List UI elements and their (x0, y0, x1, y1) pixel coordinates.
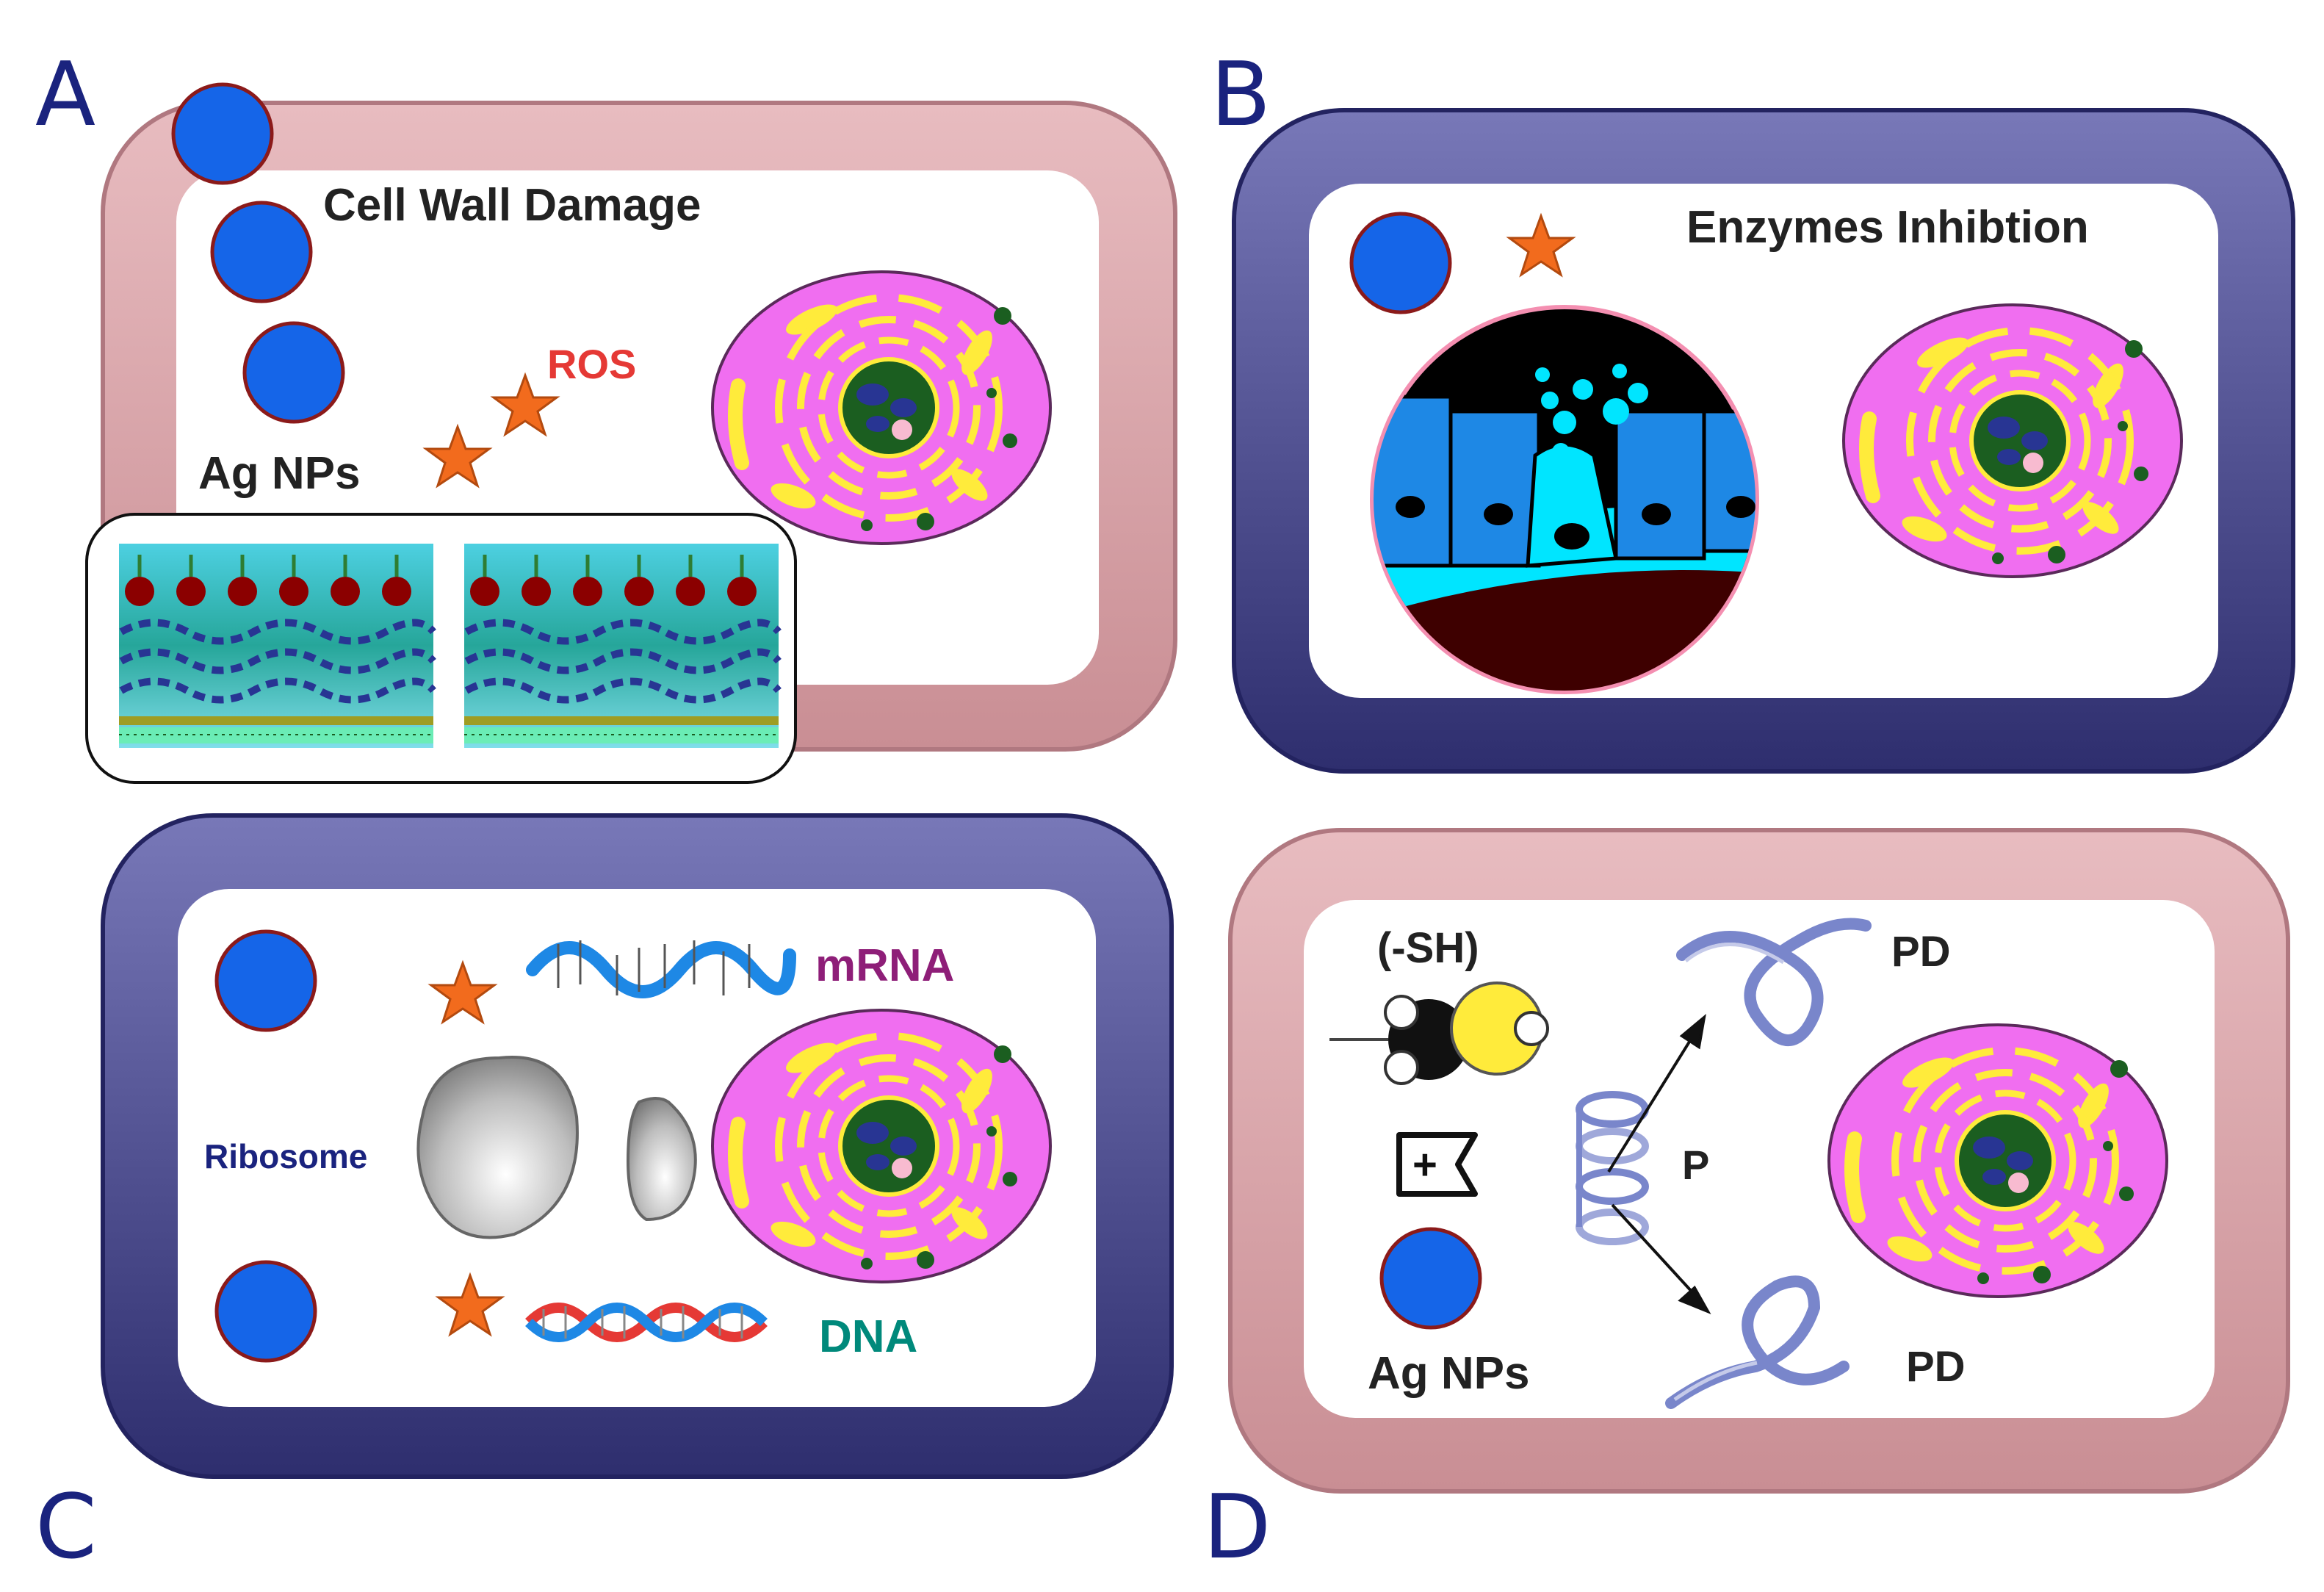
denature-arrows (1607, 1013, 1711, 1315)
panel-a: A Cell Wall Damage ROS Ag NPs (35, 44, 1177, 784)
cell-wall-damage-label: Cell Wall Damage (323, 180, 701, 231)
nanoparticle-icon (171, 82, 274, 185)
mrna-label: mRNA (815, 940, 954, 991)
nanoparticle-icon (214, 929, 317, 1032)
ros-label: ROS (547, 341, 636, 387)
protein-helix-icon (1576, 1091, 1649, 1245)
nanoparticle-icon (210, 201, 313, 303)
cation-icon: + (1396, 1132, 1478, 1197)
ribosome-icon (416, 1056, 697, 1239)
nanoparticle-icon (1349, 212, 1452, 314)
nanoparticle-icon (1379, 1227, 1482, 1330)
panel-c-letter: C (35, 1477, 97, 1579)
panel-d-letter: D (1203, 1477, 1271, 1579)
panel-d: D (-SH) + Ag NPs P (1203, 828, 2290, 1579)
nanoparticle-icon (242, 321, 345, 424)
thiol-molecule-icon (1329, 982, 1549, 1085)
pd-bottom-label: PD (1906, 1343, 1966, 1391)
membrane-panel-left (119, 544, 436, 748)
ag-nps-label-a: Ag NPs (198, 448, 360, 499)
membrane-panel-right (464, 544, 782, 748)
eukaryotic-cell-icon (712, 272, 1050, 544)
eukaryotic-cell-icon (1829, 1025, 2167, 1297)
ribosome-label: Ribosome (204, 1137, 367, 1175)
denatured-protein-icon (1676, 918, 1872, 1046)
ag-nps-label-d: Ag NPs (1368, 1348, 1529, 1399)
thiol-label: (-SH) (1377, 924, 1479, 972)
panel-b-letter: B (1210, 44, 1271, 146)
mrna-icon (526, 940, 796, 998)
eukaryotic-cell-icon (1844, 305, 2182, 577)
pd-top-label: PD (1891, 928, 1951, 976)
membrane-inset (85, 513, 797, 784)
enzymes-inhibition-label: Enzymes Inhibtion (1686, 202, 2089, 253)
denatured-protein-icon (1665, 1275, 1850, 1409)
nanoparticle-icon (214, 1260, 317, 1363)
enzyme-zoom-icon (1370, 305, 1759, 694)
panel-c: C mRNA Ribosome (35, 813, 1174, 1579)
protein-label: P (1682, 1142, 1709, 1188)
dna-icon (525, 1303, 768, 1342)
plus-label: + (1412, 1141, 1437, 1189)
eukaryotic-cell-icon (712, 1010, 1050, 1282)
dna-label: DNA (819, 1311, 917, 1362)
panel-a-letter: A (35, 44, 95, 146)
panel-b: B Enzymes Inhibtion (1210, 44, 2295, 774)
